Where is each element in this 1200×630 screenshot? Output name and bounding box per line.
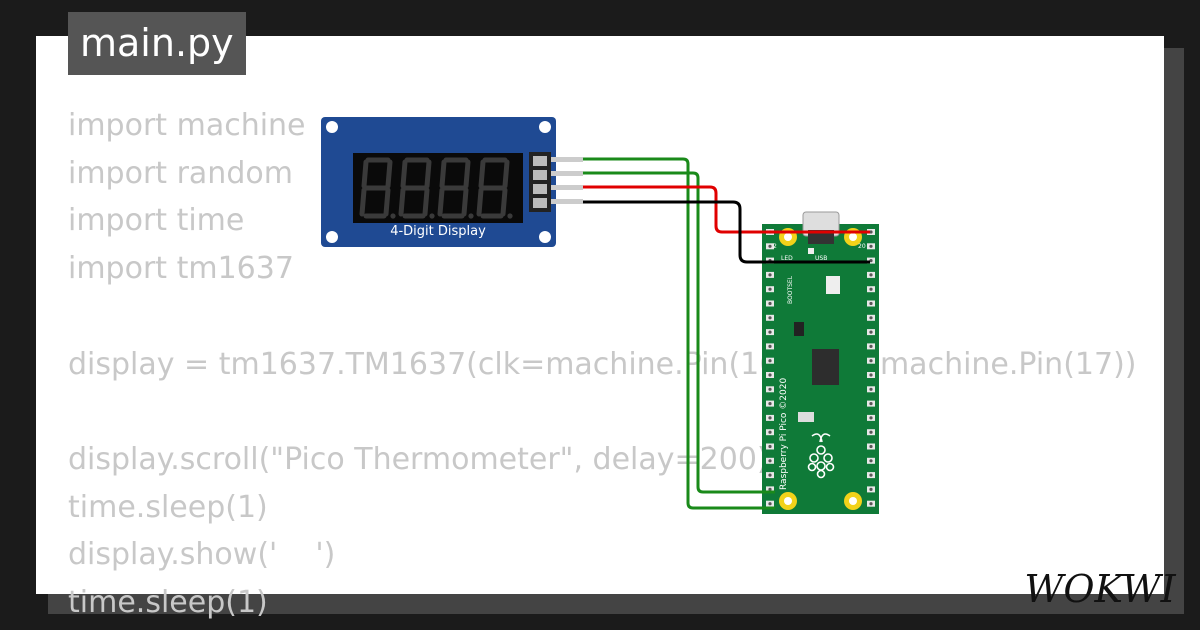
pin-lead (551, 171, 583, 176)
code-line: import machine (68, 108, 306, 143)
segment (383, 187, 391, 217)
segment (478, 159, 486, 189)
pin-lead (551, 157, 583, 162)
mount-hole (539, 121, 551, 133)
display-label: 4-Digit Display (390, 224, 486, 239)
raspberry-logo-icon (807, 433, 835, 479)
digit-group (359, 157, 513, 219)
code-line: time.sleep(1) (68, 489, 268, 525)
code-line: display.show(' ') (68, 537, 336, 573)
tm1637-display-module: 4-Digit Display (321, 117, 583, 247)
mount-hole (326, 231, 338, 243)
pin-label-left: 2 (773, 243, 777, 250)
code-line: time.sleep(1) (68, 585, 268, 621)
seven-segment-digit (359, 157, 396, 219)
segment (422, 187, 430, 217)
header-pin-dio (533, 170, 547, 180)
header-pins (533, 156, 547, 208)
decimal-point (507, 213, 513, 219)
segment (385, 159, 393, 189)
bootsel-label: BOOTSEL (787, 275, 794, 304)
pin-label-right: 20 (858, 243, 866, 250)
wire-clk (583, 157, 775, 510)
header-pin-gnd (533, 198, 547, 208)
code-line: import tm1637 (68, 251, 294, 287)
decimal-point (390, 213, 396, 219)
segment (500, 187, 508, 217)
board-label: Raspberry Pi Pico ©2020 (779, 378, 789, 490)
wires (583, 157, 870, 510)
seven-segment-digit (437, 157, 474, 219)
segment (424, 159, 432, 189)
segment (400, 159, 408, 189)
wire-vcc (583, 185, 870, 234)
pin-column-right (867, 229, 875, 507)
segment (437, 187, 445, 217)
status-led (808, 248, 814, 254)
usb-label: USB (815, 255, 827, 262)
segment (439, 159, 447, 189)
raspberry-pi-pico: LED USB 2 20 BOOTSEL Raspberry Pi Pico ©… (762, 211, 879, 514)
code-line: display.scroll("Pico Thermometer", delay… (68, 441, 769, 477)
segment (461, 187, 469, 217)
segment (359, 187, 367, 217)
header-pin-vcc (533, 184, 547, 194)
segment (361, 159, 369, 189)
pin-lead (551, 199, 583, 204)
file-tab[interactable]: main.py (68, 12, 246, 75)
pin-header (529, 152, 551, 212)
wire-dio (583, 171, 775, 494)
decimal-point (429, 213, 435, 219)
code-preview: import machine import random import time im… (68, 102, 1137, 627)
seven-segment-digit (476, 157, 513, 219)
chip-small (794, 322, 804, 336)
segment (463, 159, 471, 189)
rp2040-chip (812, 349, 839, 385)
code-line: import time (68, 203, 245, 239)
crystal (798, 412, 814, 422)
wire-gnd (583, 200, 870, 264)
header-pin-clk (533, 156, 547, 166)
logo-text: WOKWI (1024, 567, 1176, 611)
decimal-point (468, 213, 474, 219)
led-label: LED (781, 255, 793, 262)
segment (502, 159, 510, 189)
project-card: import machine import random import time im… (36, 36, 1177, 620)
mount-hole (539, 231, 551, 243)
seven-segment-digit (398, 157, 435, 219)
circuit-diagram: 4-Digit Display (321, 117, 879, 514)
mount-hole (326, 121, 338, 133)
bootsel-button (826, 276, 840, 294)
segment (476, 187, 484, 217)
pin-lead (551, 185, 583, 190)
code-line: import random (68, 155, 293, 191)
wokwi-logo: WOKWI (1024, 567, 1176, 611)
segment (398, 187, 406, 217)
